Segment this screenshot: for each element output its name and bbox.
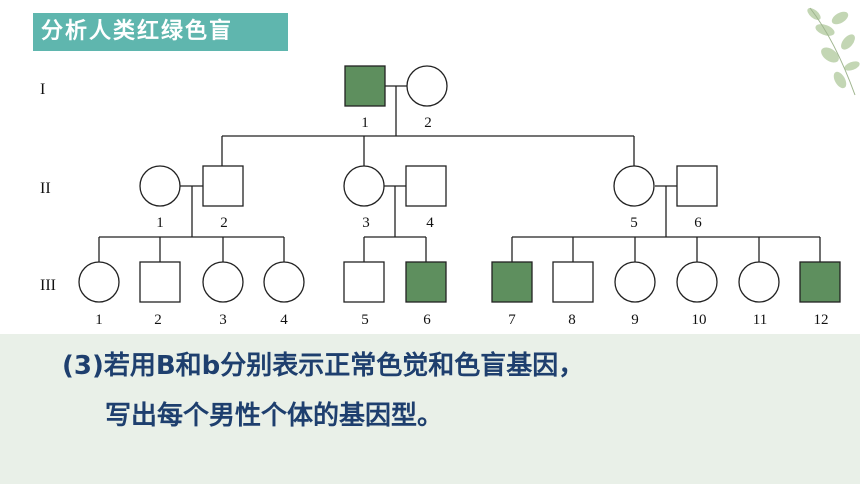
gen-III-number-8: 8 [568, 312, 576, 328]
gen-III-individual-8-male-symbol [552, 261, 594, 303]
gen-III-number-2: 2 [154, 312, 162, 328]
gen-I-individual-1-male-symbol [344, 65, 386, 107]
page-title: 分析人类红绿色盲 [33, 13, 288, 51]
gen-III-individual-3-female-symbol [202, 261, 244, 303]
gen-III-number-5: 5 [361, 312, 369, 328]
gen-label-I: I [40, 81, 45, 98]
gen-I-number-1: 1 [361, 115, 369, 131]
gen-III-number-3: 3 [219, 312, 227, 328]
question-band [0, 334, 860, 484]
gen-III-number-7: 7 [508, 312, 516, 328]
gen-III-individual-4-female-symbol [263, 261, 305, 303]
gen-III-individual-1-female-symbol [78, 261, 120, 303]
pedigree-individuals [78, 65, 841, 303]
gen-II-individual-2-male-symbol [202, 165, 244, 207]
gen-III-number-12: 12 [814, 312, 829, 328]
question-line-2: 写出每个男性个体的基因型。 [105, 401, 444, 431]
gen-III-individual-12-male-symbol [799, 261, 841, 303]
decorative-leaves [807, 7, 860, 96]
gen-III-individual-5-male-symbol [343, 261, 385, 303]
gen-II-number-5: 5 [630, 215, 638, 231]
pedigree-lines [98, 85, 821, 262]
gen-III-individual-6-male-symbol [405, 261, 447, 303]
gen-label-II: II [40, 180, 51, 197]
gen-I-number-2: 2 [424, 115, 432, 131]
gen-II-individual-3-female-symbol [343, 165, 385, 207]
gen-I-individual-2-female-symbol [406, 65, 448, 107]
gen-II-number-1: 1 [156, 215, 164, 231]
gen-II-number-4: 4 [426, 215, 434, 231]
gen-III-individual-9-female-symbol [614, 261, 656, 303]
gen-III-individual-7-male-symbol [491, 261, 533, 303]
gen-II-number-3: 3 [362, 215, 370, 231]
gen-II-individual-4-male-symbol [405, 165, 447, 207]
gen-III-number-11: 11 [753, 312, 767, 328]
gen-II-number-6: 6 [694, 215, 702, 231]
gen-III-number-1: 1 [95, 312, 103, 328]
gen-II-individual-5-female-symbol [613, 165, 655, 207]
gen-III-number-10: 10 [692, 312, 707, 328]
gen-III-individual-11-female-symbol [738, 261, 780, 303]
gen-III-individual-10-female-symbol [676, 261, 718, 303]
gen-label-III: III [40, 277, 56, 294]
gen-II-number-2: 2 [220, 215, 228, 231]
gen-III-number-4: 4 [280, 312, 288, 328]
gen-III-individual-2-male-symbol [139, 261, 181, 303]
gen-II-individual-1-female-symbol [139, 165, 181, 207]
gen-III-number-6: 6 [423, 312, 431, 328]
gen-III-number-9: 9 [631, 312, 639, 328]
question-line-1: (3)若用B和b分别表示正常色觉和色盲基因， [62, 351, 585, 381]
gen-II-individual-6-male-symbol [676, 165, 718, 207]
